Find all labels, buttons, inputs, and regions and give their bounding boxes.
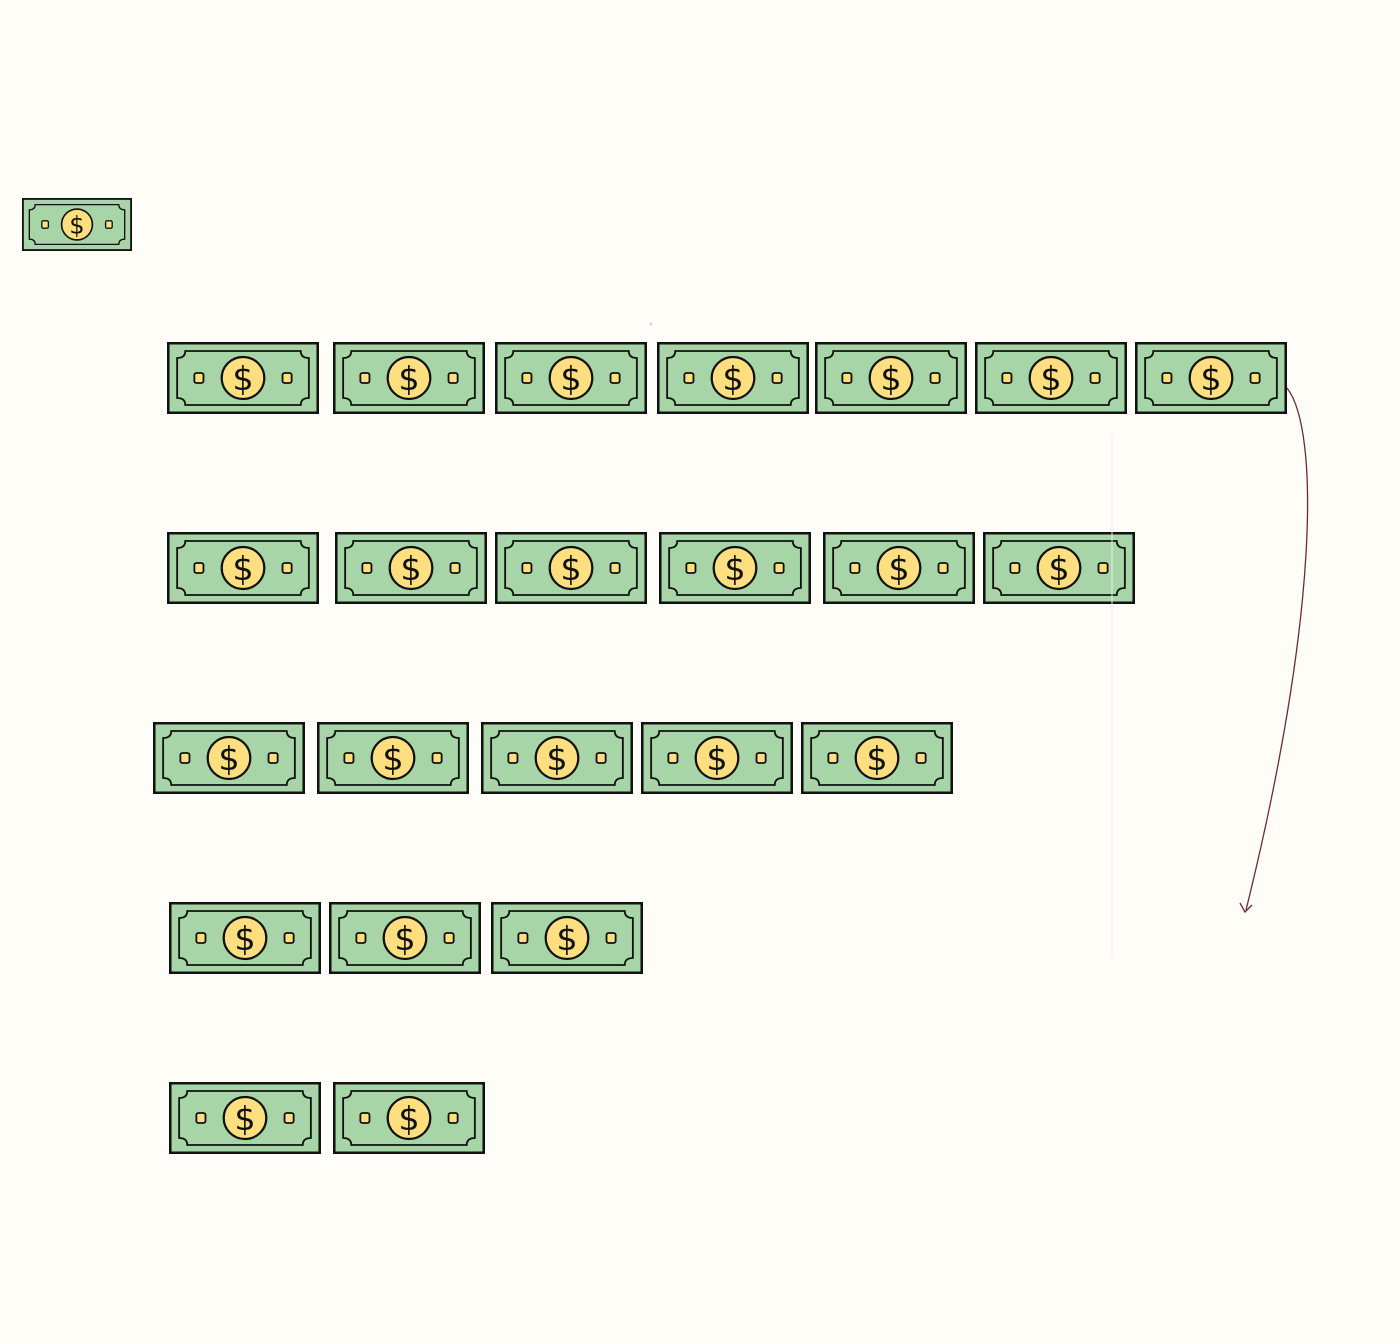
svg-text:$: $ (382, 739, 403, 778)
svg-text:$: $ (1040, 359, 1061, 398)
dollar-bill-icon: $ (491, 902, 643, 974)
arrow-head-icon (1239, 902, 1253, 914)
dollar-bill-icon: $ (333, 342, 485, 414)
svg-text:$: $ (218, 739, 239, 778)
svg-text:$: $ (234, 1099, 255, 1138)
dollar-bill-icon: $ (1135, 342, 1287, 414)
dollar-bill-icon: $ (657, 342, 809, 414)
dollar-bill-icon: $ (317, 722, 469, 794)
svg-text:$: $ (1200, 359, 1221, 398)
dollar-bill-icon: $ (153, 722, 305, 794)
dollar-bill-icon: $ (333, 1082, 485, 1154)
svg-text:$: $ (724, 549, 745, 588)
dollar-bill-icon: $ (815, 342, 967, 414)
dollar-bill-icon: $ (495, 342, 647, 414)
svg-text:$: $ (234, 919, 255, 958)
svg-text:$: $ (232, 359, 253, 398)
dollar-bill-icon: $ (167, 532, 319, 604)
stray-dot (649, 322, 653, 326)
svg-text:$: $ (398, 1099, 419, 1138)
svg-text:$: $ (560, 549, 581, 588)
dollar-bill-icon: $ (801, 722, 953, 794)
svg-text:$: $ (394, 919, 415, 958)
svg-text:$: $ (706, 739, 727, 778)
dollar-bill-icon: $ (975, 342, 1127, 414)
dollar-bill-icon: $ (169, 902, 321, 974)
svg-text:$: $ (69, 210, 84, 239)
dollar-bill-icon: $ (169, 1082, 321, 1154)
svg-text:$: $ (880, 359, 901, 398)
dollar-bill-icon: $ (329, 902, 481, 974)
svg-text:$: $ (556, 919, 577, 958)
dollar-bill-icon: $ (481, 722, 633, 794)
curved-arrow (1245, 387, 1309, 911)
svg-text:$: $ (232, 549, 253, 588)
dollar-bill-icon: $ (659, 532, 811, 604)
dollar-bill-icon: $ (495, 532, 647, 604)
dollar-bill-icon: $ (641, 722, 793, 794)
dollar-bill-icon: $ (335, 532, 487, 604)
svg-text:$: $ (546, 739, 567, 778)
dollar-bill-icon: $ (983, 532, 1135, 604)
svg-text:$: $ (400, 549, 421, 588)
svg-text:$: $ (1048, 549, 1069, 588)
svg-text:$: $ (398, 359, 419, 398)
svg-text:$: $ (560, 359, 581, 398)
svg-text:$: $ (866, 739, 887, 778)
svg-text:$: $ (888, 549, 909, 588)
svg-text:$: $ (722, 359, 743, 398)
dollar-bill-icon: $ (167, 342, 319, 414)
dollar-bill-icon: $ (22, 198, 132, 251)
dollar-bill-icon: $ (823, 532, 975, 604)
